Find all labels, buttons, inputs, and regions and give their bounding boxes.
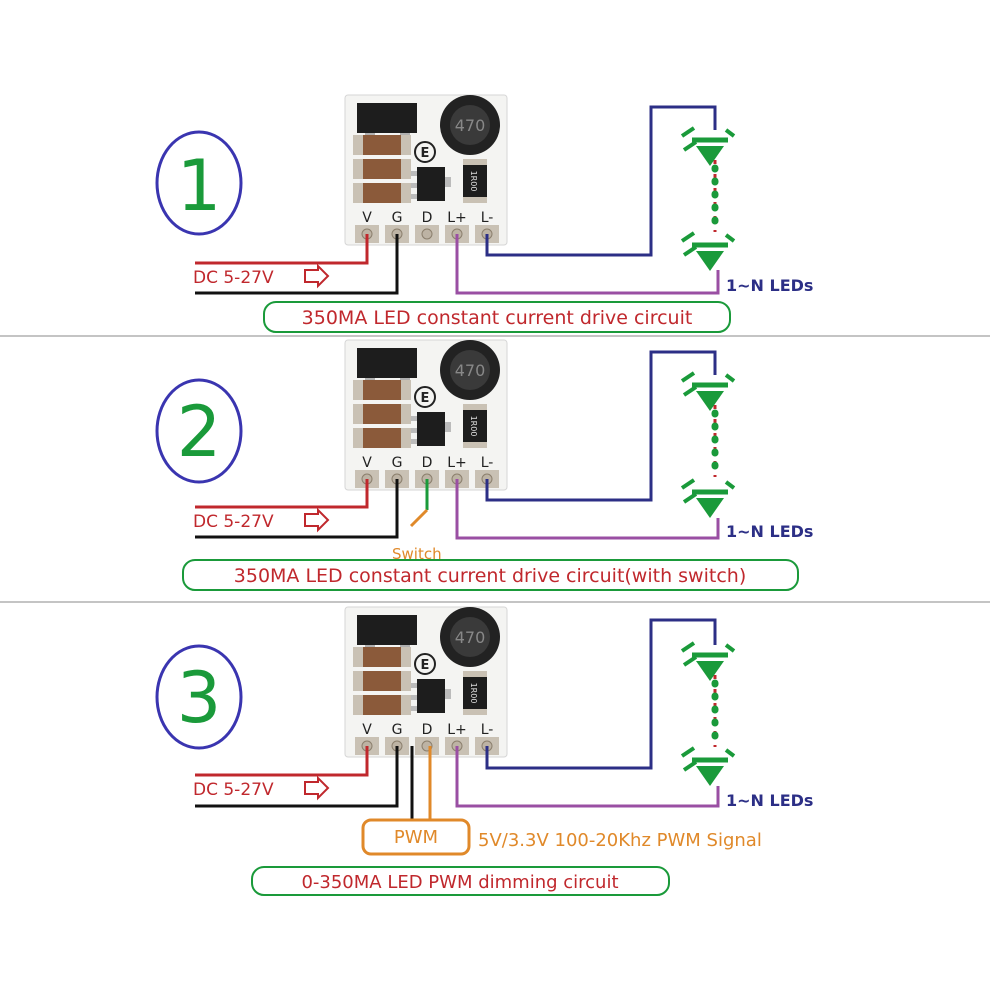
black-wire bbox=[195, 479, 399, 539]
pin-label-d: D bbox=[422, 722, 433, 738]
led-icon bbox=[682, 233, 734, 271]
panel-number: 1 bbox=[177, 145, 222, 227]
caption-box bbox=[251, 866, 670, 896]
input-label: DC 5-27V bbox=[193, 268, 274, 288]
pin-label-lplus: L+ bbox=[447, 455, 467, 471]
red-wire bbox=[195, 479, 369, 509]
black-wire bbox=[195, 234, 399, 295]
purple-wire bbox=[455, 746, 720, 808]
number-circle bbox=[155, 378, 243, 484]
pin-label-g: G bbox=[392, 455, 403, 471]
pin-label-lplus: L+ bbox=[447, 722, 467, 738]
purple-wire bbox=[455, 479, 720, 540]
led-icon bbox=[682, 128, 734, 166]
purple-wire bbox=[455, 234, 720, 295]
arrow-right-icon bbox=[304, 263, 330, 289]
leds-label: 1~N LEDs bbox=[726, 791, 813, 810]
led-icon bbox=[682, 643, 734, 681]
pin-label-lminus: L- bbox=[481, 722, 494, 738]
pin-label-v: V bbox=[362, 455, 372, 471]
caption-box bbox=[182, 559, 799, 591]
inductor-label: 470 bbox=[455, 116, 486, 135]
led-icon bbox=[682, 373, 734, 411]
blue-wire bbox=[485, 618, 717, 770]
pin-label-v: V bbox=[362, 210, 372, 226]
driver-module: 470 E 1R00 V G D L+ L- bbox=[344, 339, 508, 491]
pin-label-lplus: L+ bbox=[447, 210, 467, 226]
pin-label-d: D bbox=[422, 455, 433, 471]
number-circle bbox=[155, 644, 243, 750]
led-icon bbox=[682, 480, 734, 518]
pin-label-lminus: L- bbox=[481, 455, 494, 471]
resistor-label: 1R00 bbox=[469, 416, 478, 437]
blue-wire bbox=[485, 105, 717, 257]
e-mark: E bbox=[421, 658, 430, 673]
panel-3: 3 470 E 1R00 V G D L+ L- DC 5-27V 1~N LE… bbox=[155, 606, 813, 896]
input-label: DC 5-27V bbox=[193, 512, 274, 532]
input-label: DC 5-27V bbox=[193, 780, 274, 800]
switch-icon bbox=[409, 508, 429, 528]
leds-label: 1~N LEDs bbox=[726, 276, 813, 295]
driver-module: 470 E 1R00 V G D L+ L- bbox=[344, 606, 508, 758]
panel-1: 1 470 E 1R00 V G D L+ L- DC 5-27V 1~N LE… bbox=[155, 94, 813, 333]
panel-2: 2 470 E 1R00 V G D L+ L- DC 5-27V 1~N LE… bbox=[155, 339, 813, 591]
e-mark: E bbox=[421, 391, 430, 406]
pin-label-g: G bbox=[392, 210, 403, 226]
arrow-right-icon bbox=[304, 775, 330, 801]
panel-number: 2 bbox=[177, 391, 222, 473]
panel-number: 3 bbox=[177, 657, 222, 739]
e-mark: E bbox=[421, 146, 430, 161]
caption: 350MA LED constant current drive circuit… bbox=[234, 565, 746, 587]
red-wire bbox=[195, 746, 369, 777]
caption-box bbox=[263, 301, 731, 333]
inductor-label: 470 bbox=[455, 361, 486, 380]
switch-label: Switch bbox=[392, 545, 442, 563]
driver-module: 470 E 1R00 V G D L+ L- bbox=[344, 94, 508, 246]
inductor-label: 470 bbox=[455, 628, 486, 647]
pin-label-v: V bbox=[362, 722, 372, 738]
red-wire bbox=[195, 234, 369, 265]
black-wire bbox=[195, 746, 399, 808]
led-icon bbox=[682, 748, 734, 786]
arrow-right-icon bbox=[304, 507, 330, 533]
blue-wire bbox=[485, 350, 717, 502]
pin-label-lminus: L- bbox=[481, 210, 494, 226]
number-circle bbox=[155, 130, 243, 236]
pwm-box bbox=[361, 818, 471, 856]
caption: 350MA LED constant current drive circuit bbox=[302, 307, 693, 329]
leds-label: 1~N LEDs bbox=[726, 522, 813, 541]
pin-label-d: D bbox=[422, 210, 433, 226]
pin-label-g: G bbox=[392, 722, 403, 738]
pwm-label: PWM bbox=[394, 827, 438, 848]
resistor-label: 1R00 bbox=[469, 683, 478, 704]
pwm-signal-label: 5V/3.3V 100-20Khz PWM Signal bbox=[478, 830, 762, 851]
caption: 0-350MA LED PWM dimming circuit bbox=[301, 872, 618, 893]
resistor-label: 1R00 bbox=[469, 171, 478, 192]
